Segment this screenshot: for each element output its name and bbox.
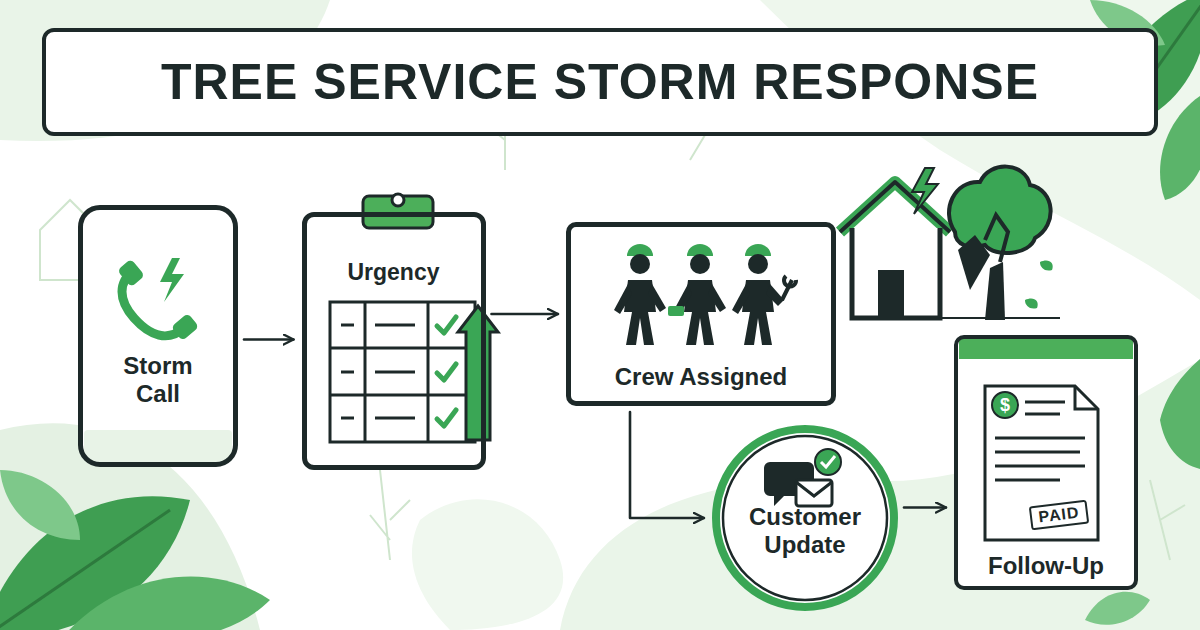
node-label: Follow-Up: [966, 552, 1126, 580]
title-box: TREE SERVICE STORM RESPONSE: [42, 28, 1158, 136]
node-label: Crew Assigned: [581, 363, 821, 391]
title-text: TREE SERVICE STORM RESPONSE: [161, 53, 1039, 111]
document-box: Follow-Up: [954, 335, 1138, 590]
node-label: Storm Call: [108, 352, 208, 409]
crew-box: Crew Assigned: [566, 222, 836, 406]
phone-box: Storm Call: [78, 205, 238, 467]
flow-arrow: [492, 313, 559, 316]
box-fills: [80, 207, 1135, 610]
house-tree-illustration: [840, 167, 1060, 320]
update-circle: Customer Update: [712, 425, 898, 611]
flow-arrow: [630, 412, 704, 518]
node-label: Customer Update: [735, 503, 875, 560]
node-label: Urgency: [314, 259, 474, 286]
circle-outline: [712, 425, 898, 611]
clipboard-details: [330, 194, 498, 442]
paid-stamp: PAID: [1029, 500, 1089, 531]
clipboard-box: Urgency: [302, 212, 486, 470]
message-icon: [764, 449, 841, 506]
flow-arrow: [244, 338, 294, 341]
invoice-icon: [959, 339, 1133, 540]
crew-figures: [614, 244, 796, 345]
phone-icon: [117, 258, 199, 341]
dollar-sign: $: [991, 391, 1019, 419]
flow-arrow: [904, 506, 946, 509]
